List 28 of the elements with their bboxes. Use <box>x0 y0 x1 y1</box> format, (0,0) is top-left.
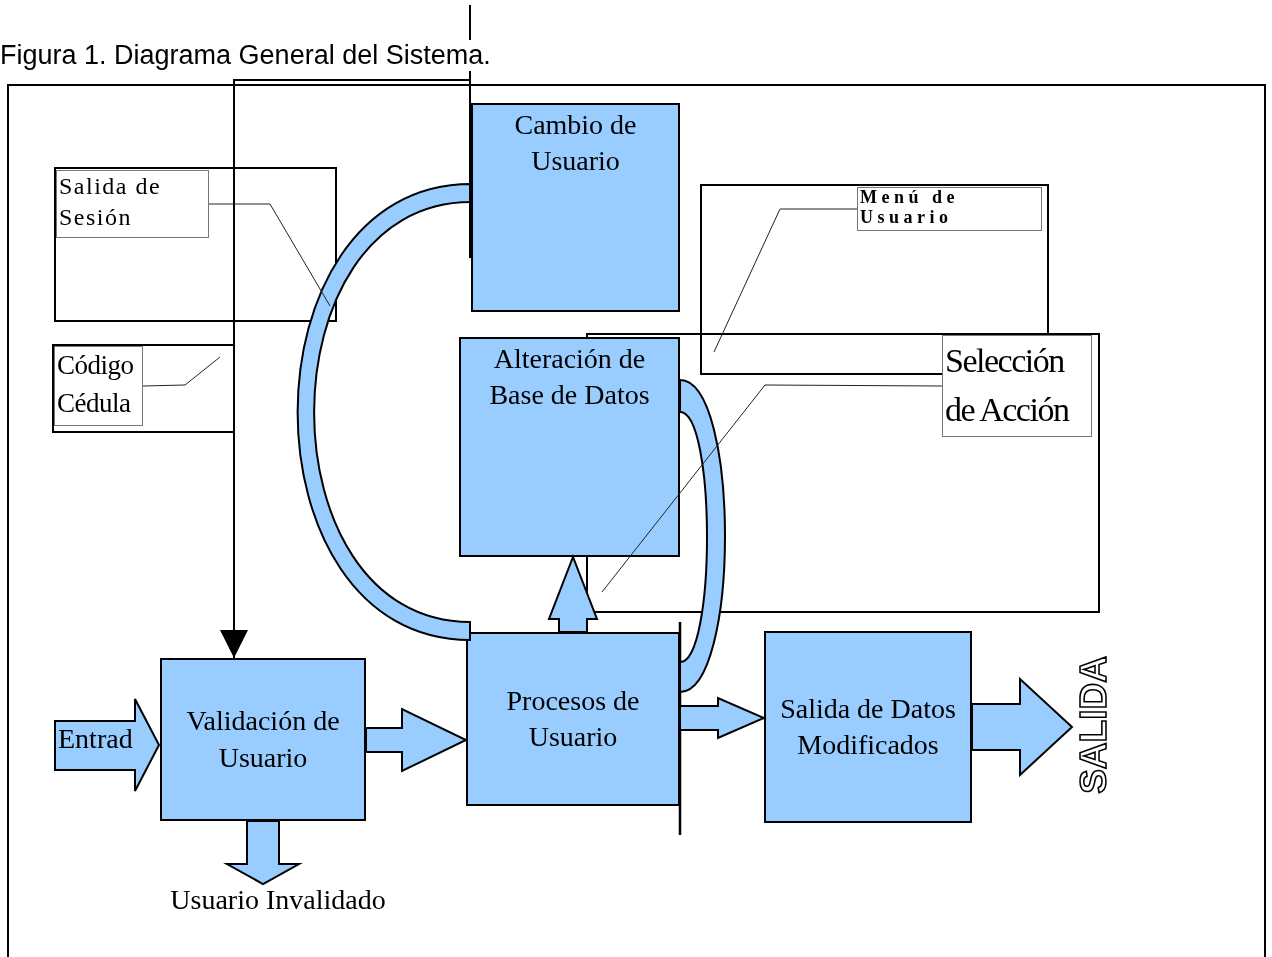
box-label: Procesos de Usuario <box>505 683 641 754</box>
arrow <box>220 4 471 659</box>
leader-line <box>142 356 221 387</box>
block-arrow <box>679 696 767 740</box>
curved-band-connector <box>296 183 472 641</box>
box-label: Validación de Usuario <box>185 704 341 775</box>
leader-line <box>208 203 331 307</box>
process-box <box>466 632 680 806</box>
leader-line <box>713 208 858 353</box>
callout-label: Menú de Usuario <box>857 187 1042 231</box>
block-arrow <box>365 707 469 773</box>
callout-label: Selección de Acción <box>942 335 1092 437</box>
input-label: Entrad <box>58 722 133 756</box>
box-label: Alteración de Base de Datos <box>488 342 651 413</box>
output-label: Usuario Invalidado <box>150 884 406 924</box>
curved-band-connector <box>679 379 726 693</box>
block-arrow <box>223 820 303 886</box>
process-box <box>160 658 366 821</box>
process-box <box>471 103 680 312</box>
process-box <box>764 631 972 823</box>
block-arrow <box>547 554 599 633</box>
output-label: SALIDA <box>1074 655 1112 794</box>
callout-label: Código Cédula <box>54 346 143 426</box>
callout-label: Salida de Sesión <box>56 170 209 238</box>
leader-line <box>601 384 943 593</box>
box-label: Cambio de Usuario <box>513 108 638 179</box>
block-arrow <box>971 676 1074 778</box>
box-label: Salida de Datos Modificados <box>779 691 957 762</box>
